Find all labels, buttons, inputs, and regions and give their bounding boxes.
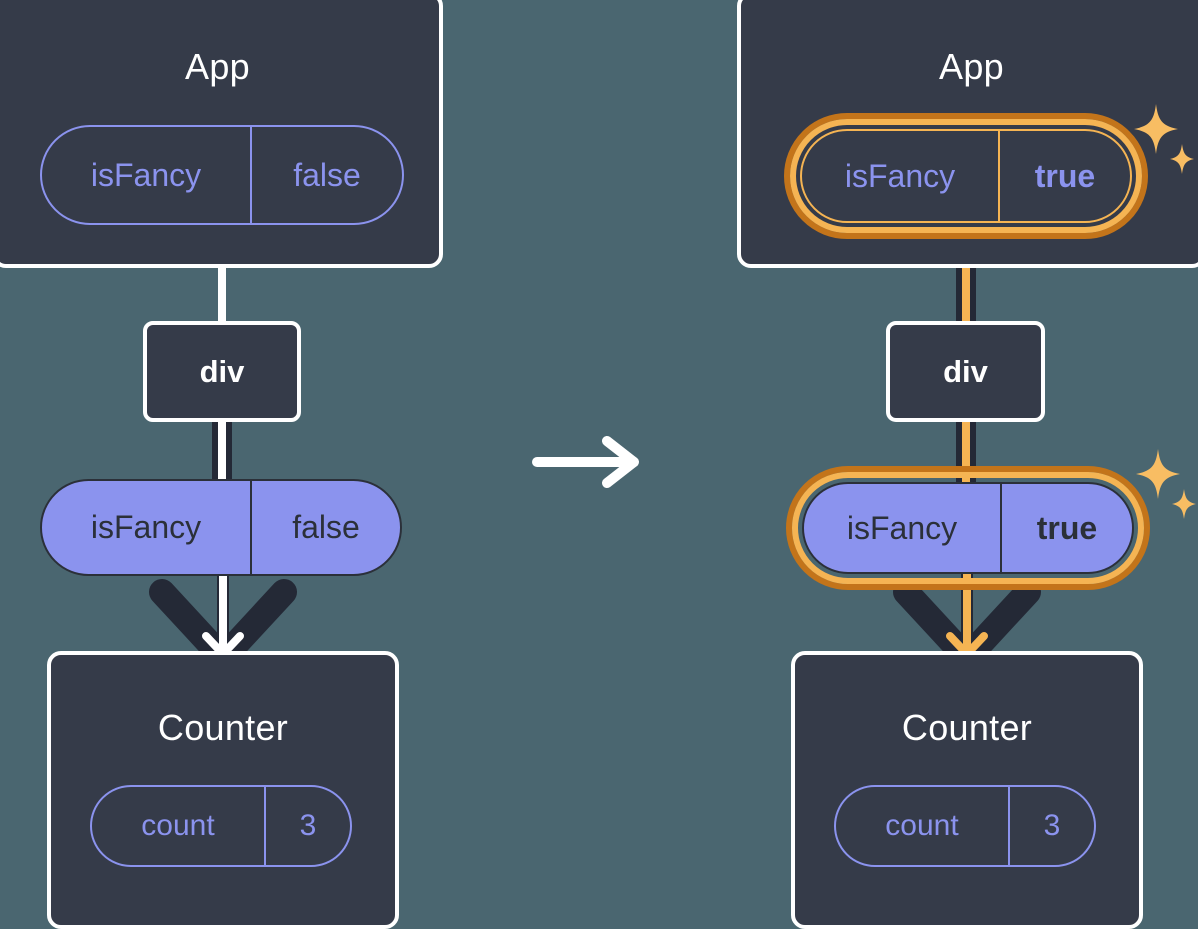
counter-state-value: 3 xyxy=(1043,809,1061,842)
pill-divider xyxy=(250,127,252,223)
counter-card-title: Counter xyxy=(901,707,1033,748)
app-state-key: isFancy xyxy=(844,157,956,194)
props-pill-after[interactable]: isFancy true xyxy=(802,482,1134,574)
pill-divider xyxy=(998,131,1000,221)
counter-state-pill-after[interactable]: count 3 xyxy=(834,785,1096,867)
app-card-title: App xyxy=(185,46,250,87)
counter-state-key: count xyxy=(885,809,959,842)
host-div-box-after: div xyxy=(886,321,1045,422)
app-state-pill-after[interactable]: isFancy true xyxy=(800,129,1132,223)
host-div-label: div xyxy=(943,353,988,389)
counter-card-title: Counter xyxy=(157,707,289,748)
app-state-pill-before[interactable]: isFancy false xyxy=(40,125,404,225)
props-key: isFancy xyxy=(846,509,958,546)
pill-divider xyxy=(250,481,252,574)
sparkle-props-icon xyxy=(1136,449,1196,519)
app-state-key: isFancy xyxy=(90,156,202,193)
sparkle-app-state-icon xyxy=(1134,104,1194,174)
app-state-value: true xyxy=(1034,157,1096,194)
counter-state-key: count xyxy=(141,809,215,842)
app-card-title: App xyxy=(939,46,1004,87)
host-div-label: div xyxy=(199,353,245,389)
counter-state-pill-before[interactable]: count 3 xyxy=(90,785,352,867)
app-state-value: false xyxy=(293,156,361,193)
props-value: true xyxy=(1036,509,1098,546)
connector-div-to-props-after xyxy=(956,414,976,490)
connector-div-to-props-before xyxy=(212,414,232,490)
props-key: isFancy xyxy=(90,509,202,545)
props-pill-before[interactable]: isFancy false xyxy=(40,479,402,576)
pill-divider xyxy=(1000,484,1002,572)
counter-state-value: 3 xyxy=(299,809,317,842)
connector-app-to-div-before xyxy=(218,262,226,326)
pill-divider xyxy=(1008,787,1010,865)
host-div-box-before: div xyxy=(143,321,301,422)
transition-arrow-right-icon xyxy=(532,436,639,488)
pill-divider xyxy=(264,787,266,865)
props-value: false xyxy=(292,509,360,545)
